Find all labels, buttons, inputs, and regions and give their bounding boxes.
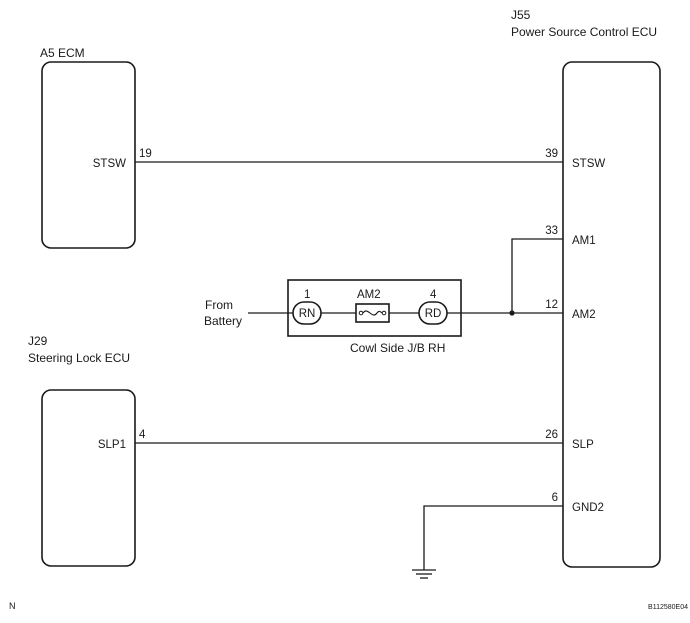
steer-slp1-pin: 4 [139, 429, 146, 441]
battery-line1: From [205, 298, 233, 312]
steering-ecu-name: Steering Lock ECU [28, 351, 130, 365]
fuse-icon [355, 303, 390, 323]
wire-am1 [511, 238, 563, 313]
ecm-title: A5 ECM [40, 46, 85, 60]
connector-rd-label: RD [425, 308, 442, 320]
fuse-label: AM2 [357, 289, 381, 301]
connector-rn [292, 301, 322, 325]
power-ecu-name: Power Source Control ECU [511, 25, 657, 39]
ecm-box [41, 61, 136, 249]
junction-block-name: Cowl Side J/B RH [350, 341, 445, 355]
ecm-stsw-pin: 19 [139, 148, 152, 160]
pwr-am1-label: AM1 [572, 235, 596, 247]
connector-rn-pin: 1 [304, 289, 310, 301]
pwr-am2-label: AM2 [572, 309, 596, 321]
connector-rn-label: RN [299, 308, 316, 320]
power-source-ecu-box [562, 61, 661, 568]
pwr-gnd2-label: GND2 [572, 502, 604, 514]
wire-gnd2 [423, 505, 563, 570]
pwr-stsw-pin: 39 [545, 148, 558, 160]
connector-rd [418, 301, 448, 325]
battery-line2: Battery [204, 314, 242, 328]
pwr-slp-label: SLP [572, 439, 594, 451]
figure-code: B112580E04 [648, 604, 688, 611]
ground-icon [412, 569, 436, 579]
steering-lock-ecu-box [41, 389, 136, 567]
pwr-slp-pin: 26 [545, 429, 558, 441]
pwr-stsw-label: STSW [572, 158, 605, 170]
connector-rd-pin: 4 [430, 289, 437, 301]
pwr-am2-pin: 12 [545, 299, 558, 311]
pwr-gnd2-pin: 6 [552, 492, 558, 504]
ecm-stsw-label: STSW [93, 158, 126, 170]
pwr-am1-pin: 33 [545, 225, 558, 237]
splice-dot [509, 310, 515, 316]
steer-slp1-label: SLP1 [98, 439, 126, 451]
power-ecu-id: J55 [511, 8, 531, 22]
footer-left: N [9, 601, 16, 611]
steering-ecu-id: J29 [28, 334, 48, 348]
